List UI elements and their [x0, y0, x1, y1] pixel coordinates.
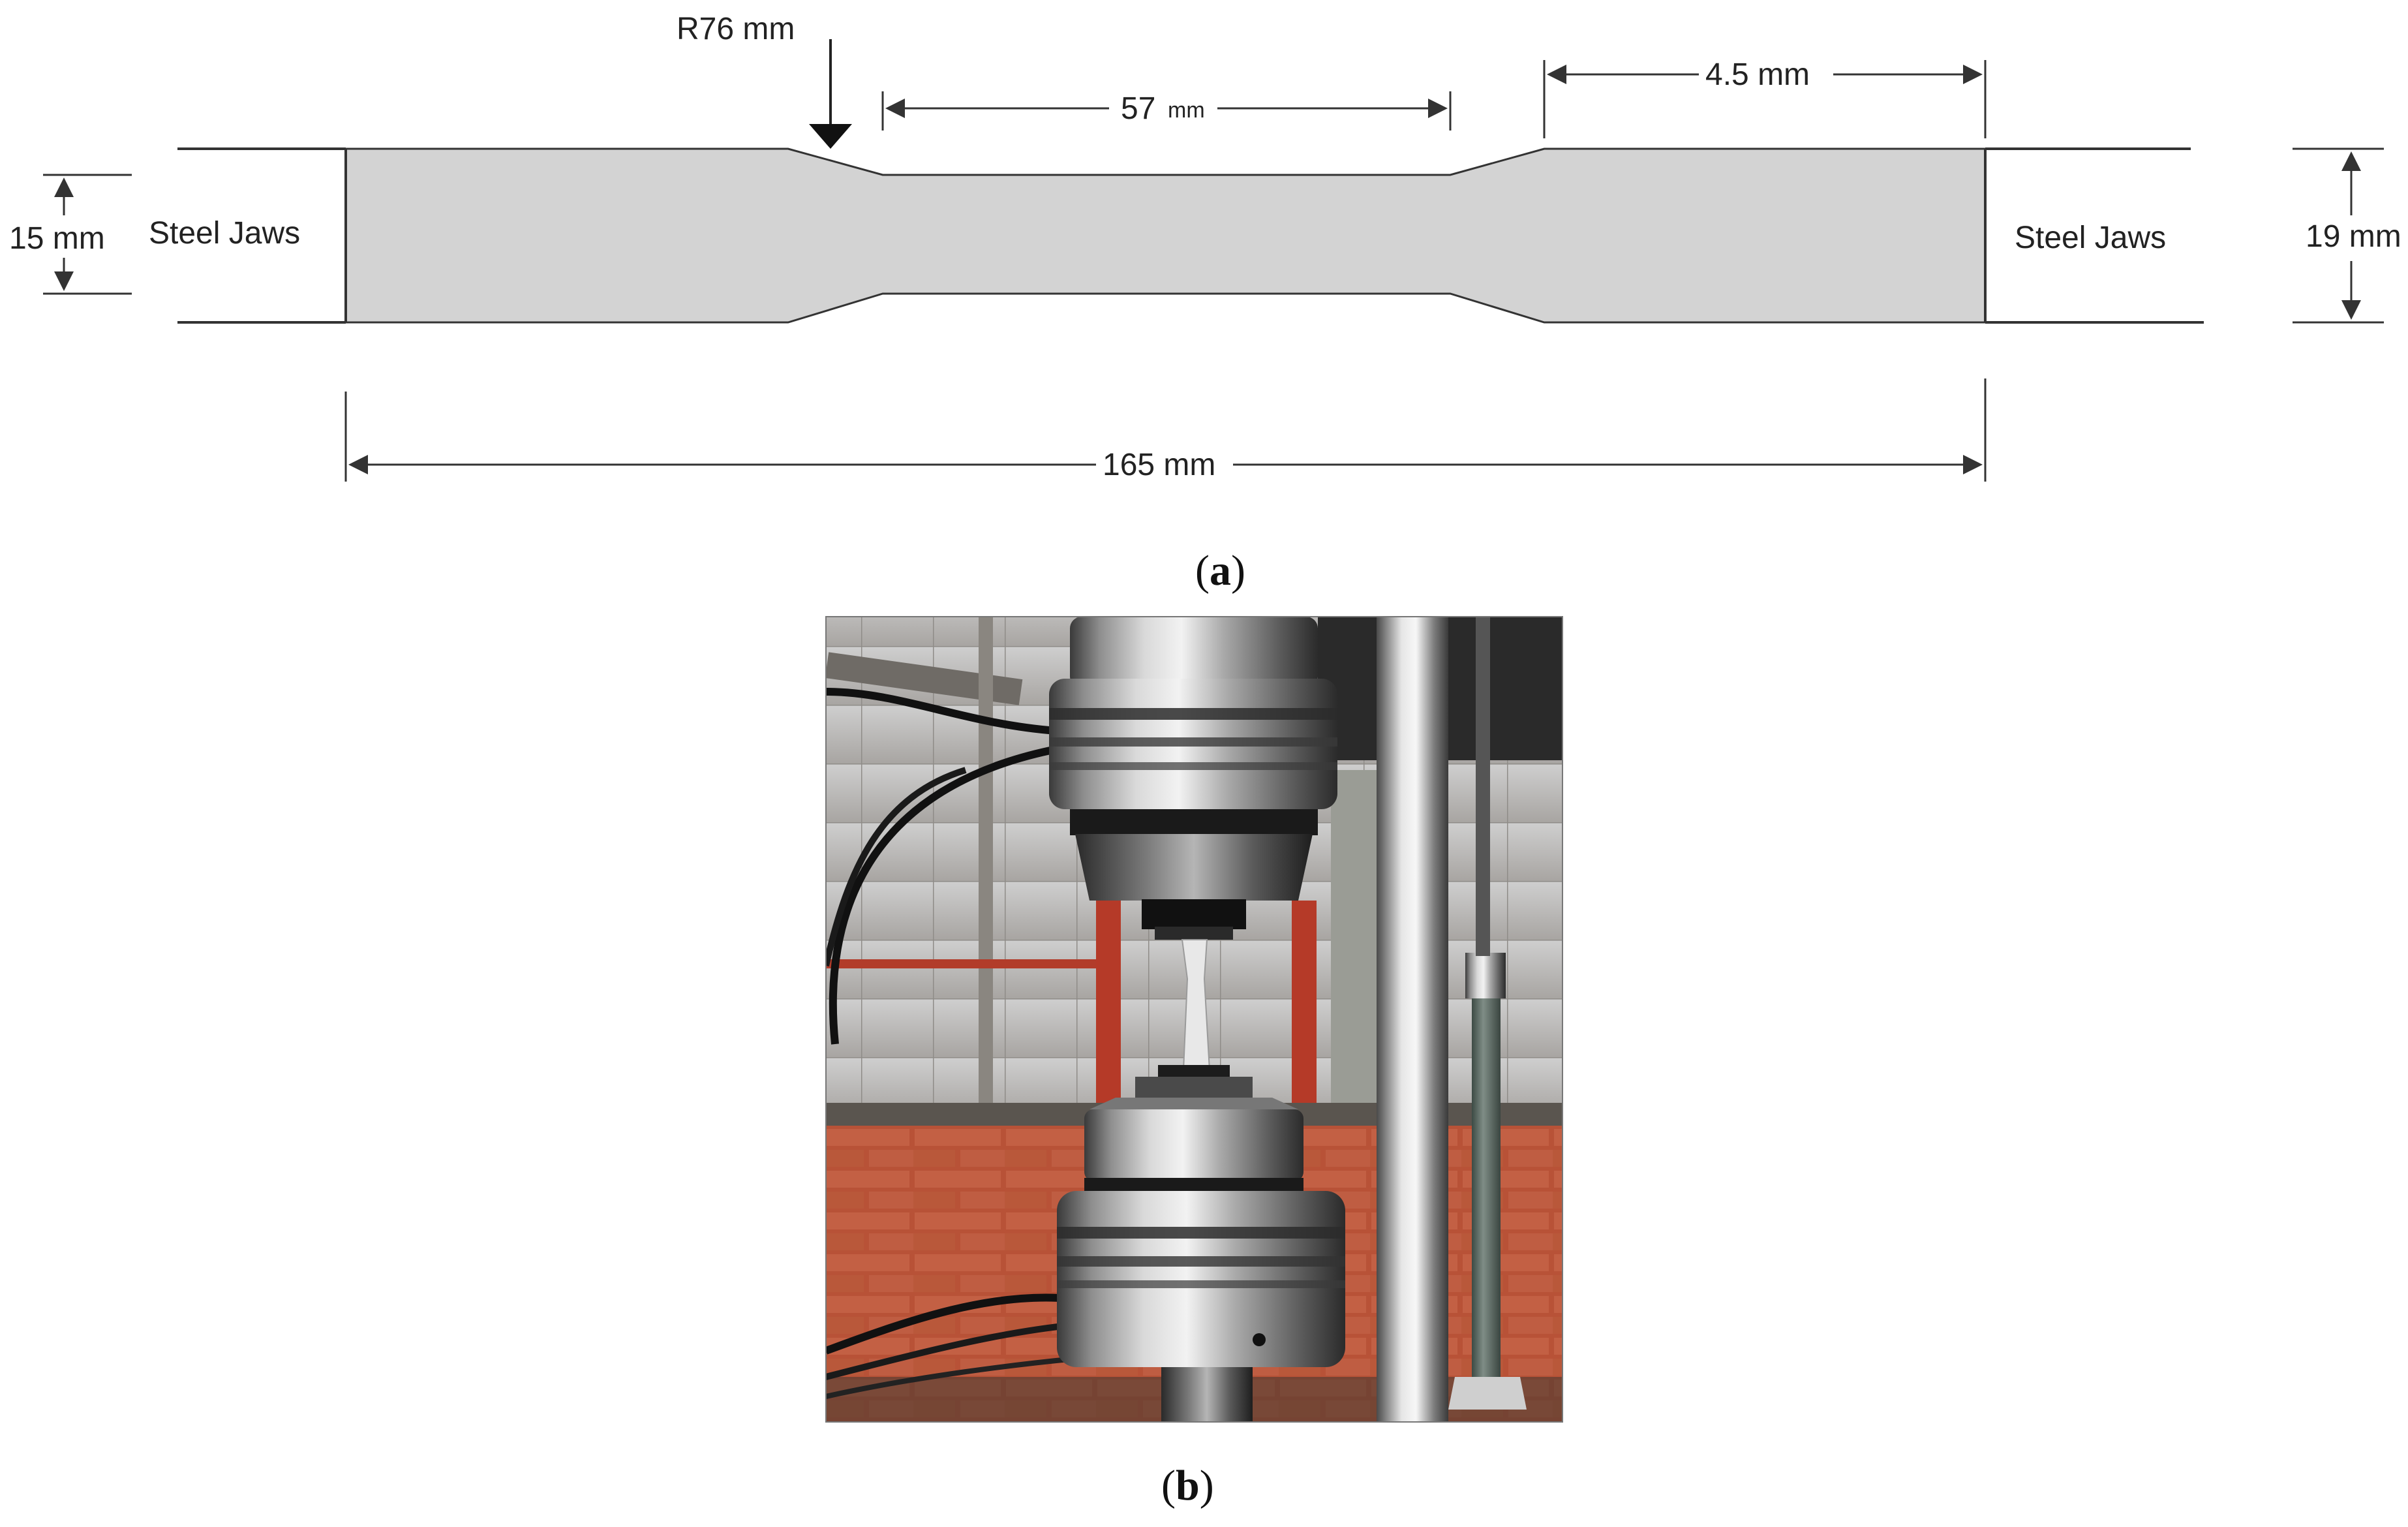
gauge-length-unit: mm: [1168, 98, 1205, 123]
specimen-diagram: Steel Jaws Steel Jaws R76 mm 57 mm 4.5 m…: [9, 12, 2401, 482]
right-jaw-label: Steel Jaws: [2015, 221, 2166, 255]
shoulder-dimension: 4.5 mm: [1543, 57, 1987, 138]
panel-label-b: (b): [1161, 1462, 1214, 1509]
overall-length-dimension: 165 mm: [344, 378, 1987, 482]
gauge-length-value: 57: [1121, 91, 1155, 126]
overall-width-label: 19 mm: [2306, 219, 2401, 254]
gauge-length-dimension: 57 mm: [881, 91, 1452, 131]
radius-arrow-head: [809, 124, 852, 149]
test-machine-photo: [826, 617, 1562, 1422]
overall-width-dimension: 19 mm: [2293, 147, 2401, 324]
shoulder-length-label: 4.5 mm: [1705, 57, 1810, 92]
radius-label: R76 mm: [677, 12, 795, 46]
upper-grip: [1049, 617, 1337, 940]
specimen-body: [344, 147, 1987, 324]
machine-column: [1377, 617, 1448, 1422]
grip-width-label: 15 mm: [9, 221, 105, 256]
left-jaw-label: Steel Jaws: [149, 216, 300, 251]
photo-border: [825, 616, 1563, 1423]
panel-label-a: (a): [1195, 547, 1245, 594]
grip-width-dimension: 15 mm: [9, 174, 132, 295]
overall-length-label: 165 mm: [1103, 448, 1215, 482]
lower-grip: [1057, 1065, 1345, 1422]
test-specimen: [1181, 939, 1211, 1071]
